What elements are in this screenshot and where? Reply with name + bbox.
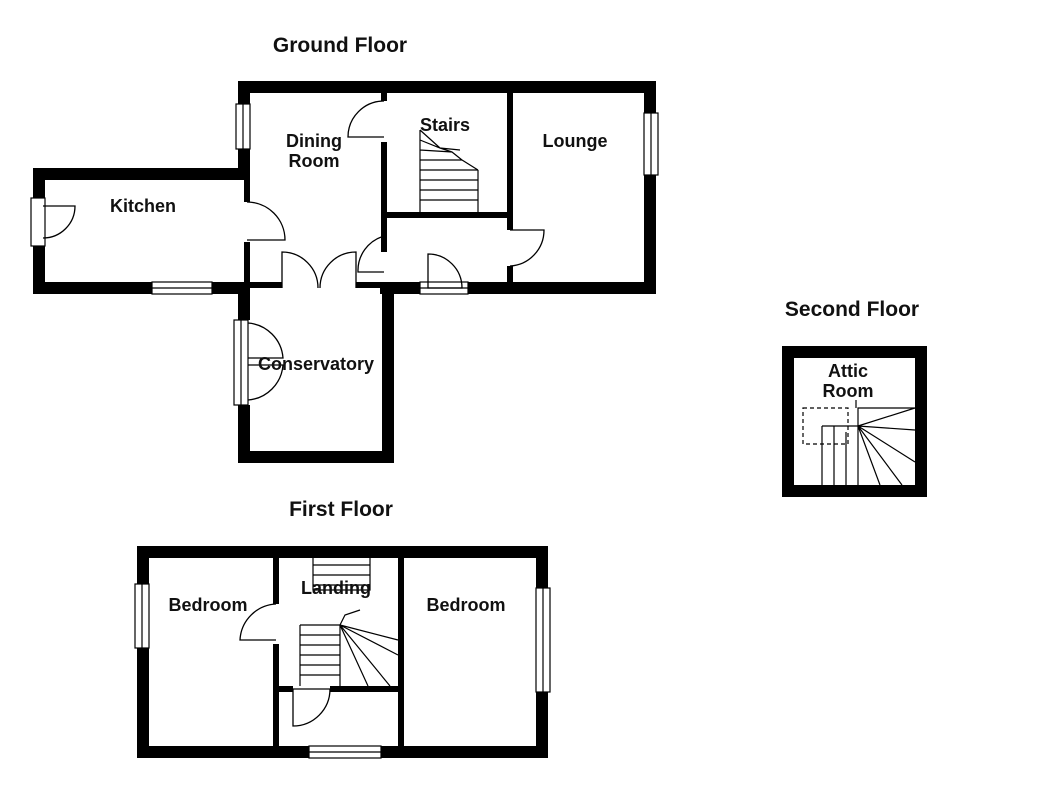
- door: [281, 251, 319, 289]
- door: [247, 322, 284, 359]
- second-floor-title: Second Floor: [785, 298, 919, 321]
- door: [246, 201, 286, 241]
- room-label-bedroom-right: Bedroom: [426, 595, 505, 615]
- second-floor-labels: Attic Room: [823, 361, 874, 401]
- door: [42, 205, 76, 239]
- second-floor-walls: [782, 346, 927, 497]
- first-floor-doors: [239, 603, 331, 727]
- room-label-landing: Landing: [301, 578, 371, 598]
- first-floor-stairs: [299, 555, 399, 687]
- first-floor-labels: Bedroom Landing Bedroom: [168, 578, 505, 615]
- room-label-dining-2: Room: [289, 151, 340, 171]
- door: [357, 235, 385, 273]
- door: [427, 253, 463, 289]
- room-label-bedroom-left: Bedroom: [168, 595, 247, 615]
- door: [347, 100, 385, 138]
- room-label-conservatory: Conservatory: [258, 354, 374, 374]
- room-label-stairs: Stairs: [420, 115, 470, 135]
- door: [319, 251, 357, 289]
- door: [509, 229, 545, 267]
- door: [247, 364, 284, 401]
- room-label-dining: Dining: [286, 131, 342, 151]
- ground-floor: Ground Floor: [30, 34, 659, 463]
- ground-floor-stairs: [419, 129, 479, 214]
- window: [30, 197, 46, 247]
- room-label-kitchen: Kitchen: [110, 196, 176, 216]
- second-floor-stairs: [802, 400, 916, 486]
- ground-floor-doors: [42, 100, 545, 401]
- ground-floor-title: Ground Floor: [273, 34, 407, 57]
- door: [292, 688, 331, 727]
- room-label-attic-2: Room: [823, 381, 874, 401]
- room-label-lounge: Lounge: [543, 131, 608, 151]
- first-floor-windows: [134, 583, 551, 759]
- first-floor-title: First Floor: [289, 498, 393, 521]
- first-floor: First Floor: [134, 498, 551, 759]
- second-floor: Second Floor Attic Room: [782, 298, 927, 497]
- ground-floor-labels: Dining Room Stairs Lounge Kitchen Conser…: [110, 115, 608, 374]
- door: [239, 603, 277, 641]
- ground-floor-windows: [30, 103, 659, 406]
- room-label-attic: Attic: [828, 361, 868, 381]
